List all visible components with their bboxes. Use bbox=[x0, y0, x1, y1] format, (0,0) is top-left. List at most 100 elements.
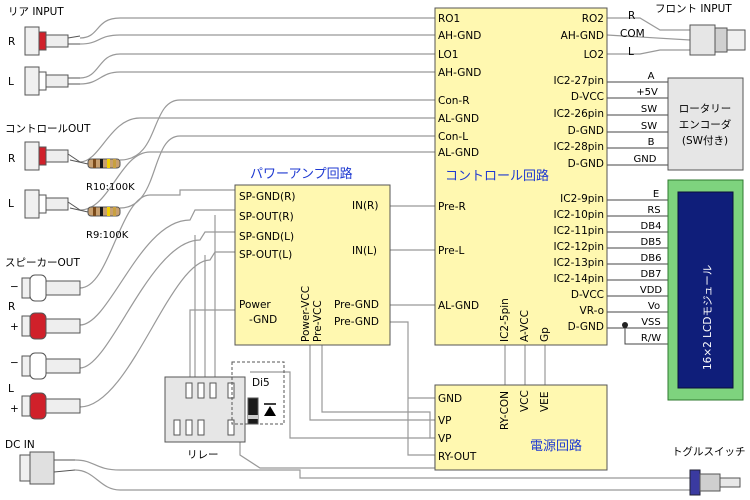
pc-pin-ry-out: RY-OUT bbox=[438, 451, 477, 463]
speaker-plus-2: + bbox=[10, 403, 19, 415]
cc-pin-d-gnd-2: D-GND bbox=[568, 158, 604, 170]
lcd-wire-vo: Vo bbox=[648, 301, 660, 312]
pa-pin-in-l: IN(L) bbox=[352, 245, 377, 257]
cc-pin-ro2: RO2 bbox=[582, 13, 604, 25]
rca-jack-rear-r bbox=[24, 26, 81, 56]
pa-pin-sp-gnd-l: SP-GND(L) bbox=[239, 231, 294, 243]
relay bbox=[164, 376, 246, 443]
lcd-wire-db7: DB7 bbox=[641, 269, 662, 280]
dc-in-label: DC IN bbox=[5, 439, 35, 451]
junction-dot bbox=[622, 322, 628, 328]
pa-pin-gnd: -GND bbox=[249, 314, 277, 326]
cc-pin-a-vcc: A-VCC bbox=[519, 310, 531, 342]
dc-jack bbox=[19, 451, 76, 485]
re-wire-b: B bbox=[648, 137, 655, 148]
control-out-title: コントロールOUT bbox=[5, 123, 91, 135]
pa-pin-power: Power bbox=[239, 299, 271, 311]
lcd-wire-labels: E RS DB4 DB5 DB6 DB7 VDD Vo VSS R/W bbox=[640, 189, 663, 344]
re-wire-5v: +5V bbox=[636, 87, 658, 98]
pa-pin-power-vcc: Power-VCC bbox=[300, 286, 312, 342]
cc-pin-al-gnd-2: AL-GND bbox=[438, 147, 479, 159]
power-amp-pins: SP-GND(R) SP-OUT(R) SP-GND(L) SP-OUT(L) … bbox=[239, 191, 379, 342]
cc-pin-pre-r: Pre-R bbox=[438, 201, 466, 213]
pa-pin-pre-vcc: Pre-VCC bbox=[312, 300, 324, 342]
cc-pin-ic2-26pin: IC2-26pin bbox=[554, 108, 605, 120]
pc-pin-vee: VEE bbox=[539, 392, 551, 412]
rear-input-title: リア INPUT bbox=[8, 6, 64, 18]
rotary-encoder-wire-labels: A +5V SW SW B GND bbox=[634, 71, 658, 165]
power-amp-title: パワーアンプ回路 bbox=[250, 166, 353, 182]
cc-pin-pre-l: Pre-L bbox=[438, 245, 464, 257]
cc-pin-ic2-5pin: IC2-5pin bbox=[499, 298, 511, 342]
toggle-switch-label: トグルスイッチ bbox=[672, 445, 746, 458]
front-input-title: フロント INPUT bbox=[655, 3, 732, 15]
pa-pin-pre-gnd-1: Pre-GND bbox=[334, 299, 379, 311]
cc-pin-ah-gnd-1: AH-GND bbox=[438, 30, 481, 42]
cc-pin-lo1: LO1 bbox=[438, 49, 458, 61]
lcd-wire-rs: RS bbox=[647, 205, 660, 216]
power-amp-box bbox=[234, 184, 391, 346]
control-out-r-label: R bbox=[8, 153, 15, 165]
resistor-r10-label: R10:100K bbox=[86, 182, 135, 193]
cc-pin-ah-gnd-3: AH-GND bbox=[561, 30, 604, 42]
re-wire-gnd: GND bbox=[634, 154, 657, 165]
cc-pin-al-gnd-1: AL-GND bbox=[438, 113, 479, 125]
re-wire-sw-2: SW bbox=[641, 121, 657, 132]
lcd-wire-rw: R/W bbox=[641, 333, 661, 344]
cc-pin-ic2-27pin: IC2-27pin bbox=[554, 75, 605, 87]
pa-pin-sp-out-r: SP-OUT(R) bbox=[239, 211, 294, 223]
cc-pin-con-l: Con-L bbox=[438, 131, 468, 143]
speaker-minus-1: − bbox=[10, 281, 19, 293]
cc-pin-ic2-14pin: IC2-14pin bbox=[554, 273, 605, 285]
speaker-minus-2: − bbox=[10, 357, 19, 369]
control-circuit-box bbox=[434, 7, 608, 346]
power-circuit-pins: GND VP VP RY-OUT RY-CON VCC VEE bbox=[438, 390, 551, 463]
pa-pin-pre-gnd-2: Pre-GND bbox=[334, 316, 379, 328]
rear-input-r-label: R bbox=[8, 36, 15, 48]
lcd-screen bbox=[677, 191, 734, 389]
control-left-pins: RO1 AH-GND LO1 AH-GND Con-R AL-GND Con-L… bbox=[438, 13, 481, 312]
speaker-out-title: スピーカーOUT bbox=[5, 257, 80, 269]
re-line3: (SW付き) bbox=[682, 134, 728, 147]
lcd-wire-db4: DB4 bbox=[641, 221, 662, 232]
speaker-terminal-l-plus bbox=[21, 392, 81, 420]
lcd-wire-db5: DB5 bbox=[641, 237, 662, 248]
power-circuit-box bbox=[434, 384, 608, 471]
control-circuit-title: コントロール回路 bbox=[445, 168, 549, 184]
lcd-wire-vdd: VDD bbox=[640, 285, 663, 296]
rca-jack-control-r bbox=[24, 141, 81, 171]
speaker-terminal-r-minus bbox=[21, 274, 81, 302]
control-right-pins: RO2 AH-GND LO2 IC2-27pin D-VCC IC2-26pin… bbox=[554, 13, 605, 333]
relay-label: リレー bbox=[187, 449, 219, 461]
speaker-r-label: R bbox=[8, 301, 15, 313]
pa-pin-in-r: IN(R) bbox=[352, 200, 378, 212]
power-circuit-title: 電源回路 bbox=[530, 438, 582, 454]
speaker-l-label: L bbox=[8, 383, 14, 395]
cc-pin-ic2-13pin: IC2-13pin bbox=[554, 257, 605, 269]
cc-pin-d-gnd-1: D-GND bbox=[568, 125, 604, 137]
speaker-plus-1: + bbox=[10, 321, 19, 333]
speaker-terminal-r-plus bbox=[21, 312, 81, 340]
front-input-com-label: COM bbox=[620, 28, 645, 40]
cc-pin-ic2-10pin: IC2-10pin bbox=[554, 209, 605, 221]
front-input-r-label: R bbox=[628, 10, 635, 22]
re-wire-a: A bbox=[648, 71, 655, 82]
diode-label: Di5 bbox=[252, 377, 270, 389]
lcd-label: 16×2 LCDモジュール bbox=[702, 265, 714, 370]
speaker-terminal-l-minus bbox=[21, 352, 81, 380]
cc-pin-d-gnd-3: D-GND bbox=[568, 321, 604, 333]
cc-pin-con-r: Con-R bbox=[438, 95, 470, 107]
toggle-switch bbox=[689, 469, 741, 496]
pc-pin-vp-1: VP bbox=[438, 415, 452, 427]
front-input-l-label: L bbox=[628, 46, 634, 58]
cc-pin-lo2: LO2 bbox=[584, 49, 604, 61]
cc-pin-ic2-11pin: IC2-11pin bbox=[554, 225, 605, 237]
pc-pin-ry-con: RY-CON bbox=[499, 391, 511, 430]
cc-pin-gp: Gp bbox=[539, 327, 551, 342]
rca-jack-rear-l bbox=[24, 66, 80, 96]
cc-pin-ic2-12pin: IC2-12pin bbox=[554, 241, 605, 253]
diode-di5 bbox=[247, 397, 276, 425]
resistor-r9-label: R9:100K bbox=[86, 230, 129, 241]
control-out-l-label: L bbox=[8, 198, 14, 210]
cc-pin-ah-gnd-2: AH-GND bbox=[438, 67, 481, 79]
